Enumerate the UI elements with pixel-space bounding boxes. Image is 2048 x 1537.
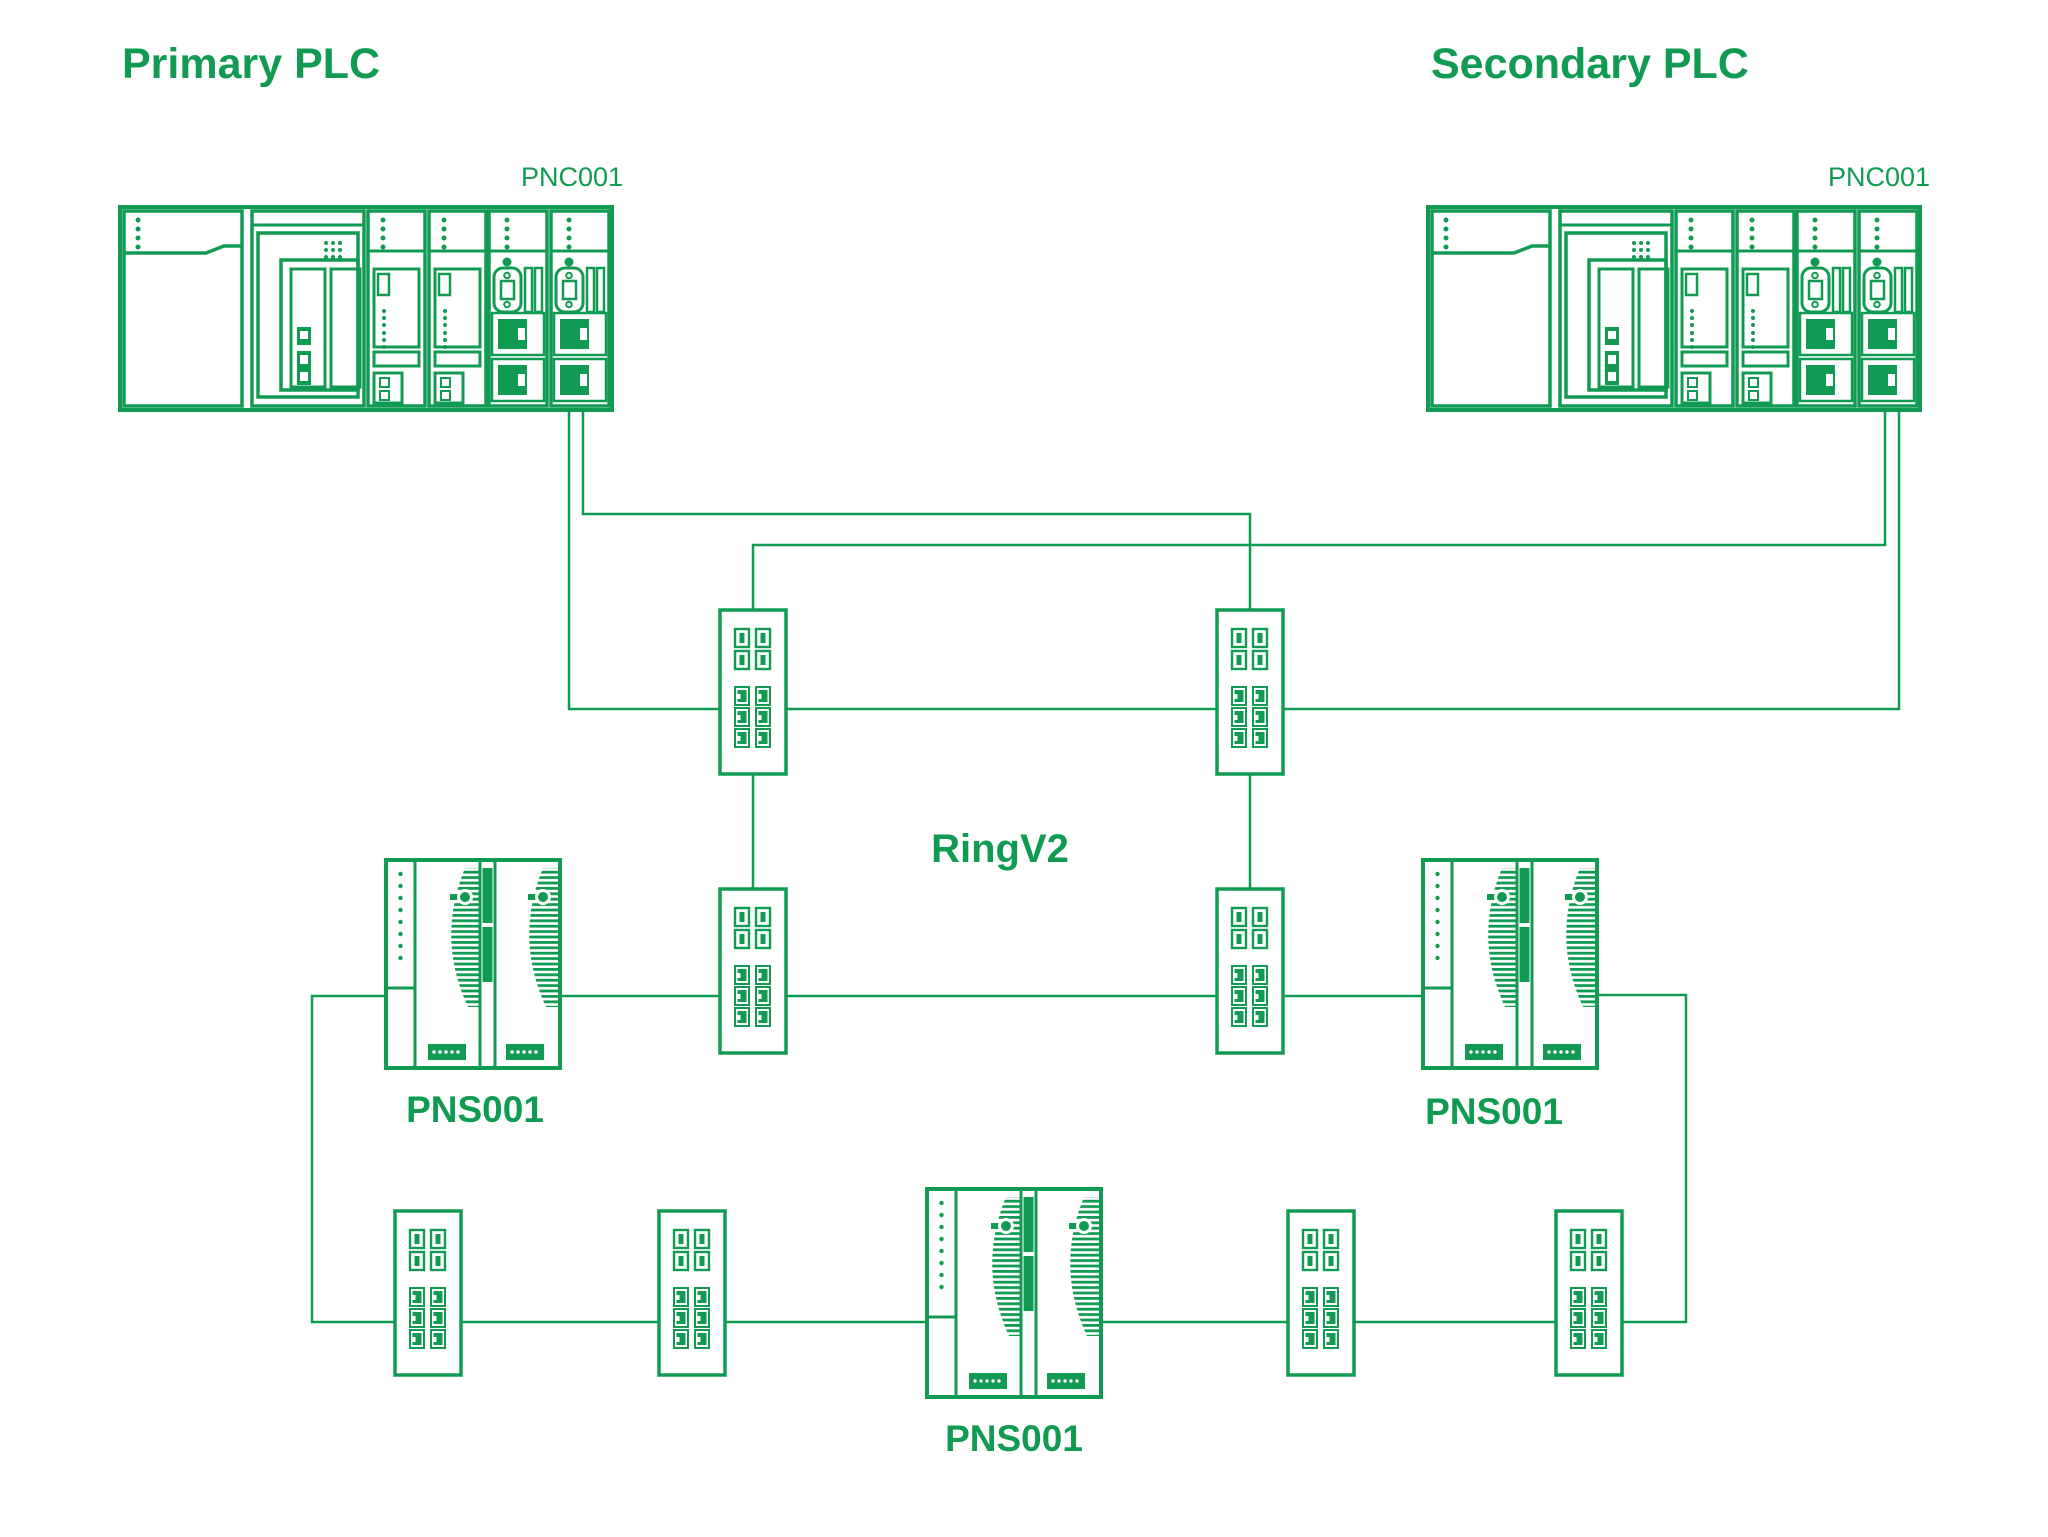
link-primary-to-switch-top-left: [567, 412, 720, 711]
link-pns-left-to-bottom-switch-1: [310, 994, 395, 1324]
ring-connections: [310, 412, 1901, 1324]
pns001-label-bottom: PNS001: [945, 1418, 1083, 1459]
link-primary-to-switch-top-right: [581, 412, 1252, 610]
switch-mid-left: [720, 889, 786, 1053]
primary-plc-title: Primary PLC: [122, 40, 380, 88]
pns001-label-right: PNS001: [1425, 1091, 1563, 1132]
remote-io-bottom: [927, 1189, 1101, 1397]
link-secondary-to-switch-top-left: [751, 412, 1887, 610]
pnc001-label-secondary: PNC001: [1828, 162, 1930, 192]
switch-top-right: [1217, 610, 1283, 774]
ring-label: RingV2: [931, 827, 1069, 871]
secondary-plc-title: Secondary PLC: [1431, 40, 1749, 88]
switch-bottom-1: [395, 1211, 461, 1375]
switch-bottom-4: [1556, 1211, 1622, 1375]
switch-bottom-3: [1288, 1211, 1354, 1375]
remote-io-left: [386, 860, 560, 1068]
link-secondary-to-switch-top-right: [1283, 412, 1901, 711]
switch-top-left: [720, 610, 786, 774]
link-bottom-switch-4-to-pns-right: [1597, 993, 1688, 1324]
pnc001-label-primary: PNC001: [521, 162, 623, 192]
remote-io-right: [1423, 860, 1597, 1068]
primary-plc-rack: [120, 207, 612, 410]
switch-mid-right: [1217, 889, 1283, 1053]
switch-bottom-2: [659, 1211, 725, 1375]
pns001-label-left: PNS001: [406, 1089, 544, 1130]
secondary-plc-rack: [1428, 207, 1920, 410]
